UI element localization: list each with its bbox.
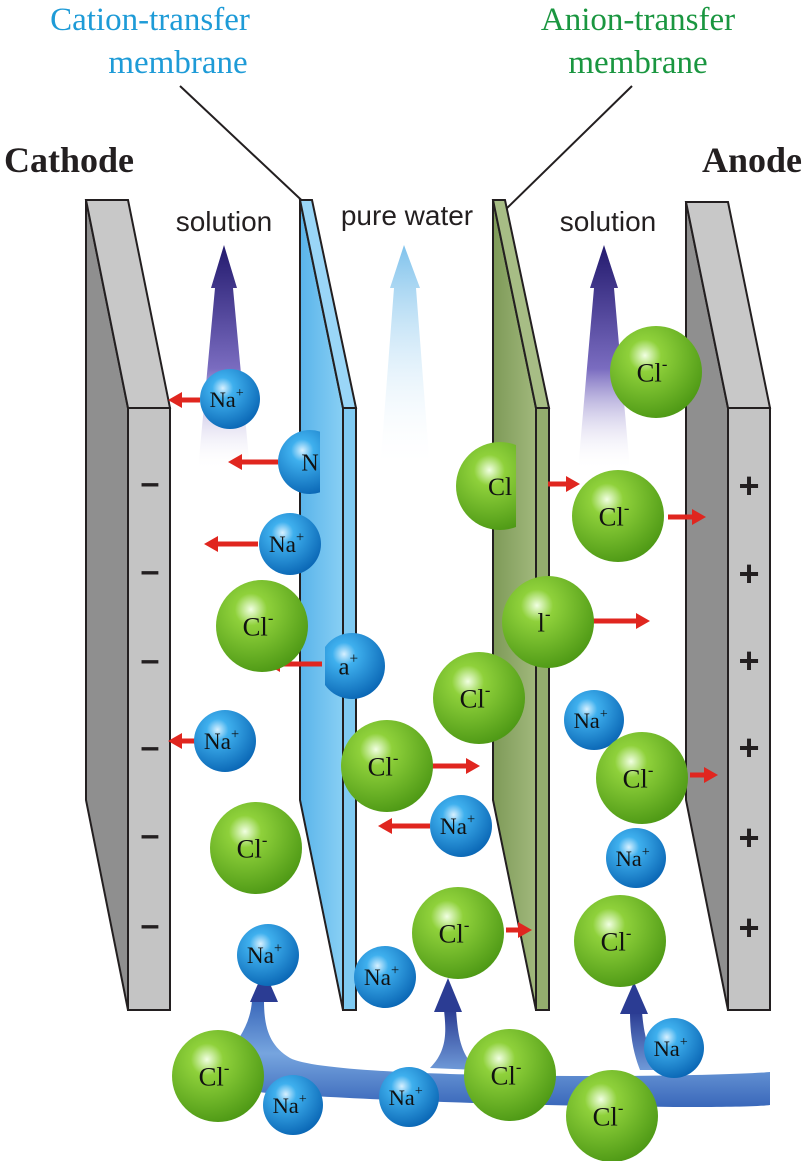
plus-sign: + (738, 465, 759, 506)
anode-label: Anode (702, 140, 802, 180)
solution-left-up-arrow (198, 245, 250, 470)
sodium-ion: Na+ (263, 1075, 323, 1135)
red-arrow (668, 509, 706, 525)
chloride-ion: Cl- (210, 802, 302, 894)
cation-leader-line (179, 85, 313, 211)
sodium-ion: Na+ (194, 710, 256, 772)
plus-sign: + (738, 553, 759, 594)
minus-sign: – (141, 641, 160, 679)
chloride-ion: Cl- (341, 720, 433, 812)
sodium-ion: Na+ (379, 1067, 439, 1127)
sodium-ion: Na+ (200, 369, 260, 429)
minus-sign: – (141, 552, 160, 590)
svg-text:Cl-: Cl- (460, 680, 491, 713)
solution-right-label: solution (560, 206, 657, 237)
pure-water-up-arrow (380, 245, 430, 470)
minus-sign: – (141, 816, 160, 854)
minus-sign: – (141, 906, 160, 944)
chloride-ion: Cl- (574, 895, 666, 987)
cation-membrane-label-line2: membrane (108, 45, 247, 81)
anion-membrane-label-line2: membrane (568, 45, 707, 81)
anion-leader-line (502, 85, 633, 213)
red-arrow (548, 476, 580, 492)
chloride-ion: Cl- (464, 1029, 556, 1121)
sodium-ion: a+ (325, 633, 385, 699)
cation-transfer-membrane (298, 199, 358, 1011)
cathode-signs: – – – – – – (141, 464, 160, 944)
chloride-ion: Cl (456, 442, 516, 530)
chloride-ion: Cl- (433, 652, 525, 744)
cation-membrane-label-line1: Cation-transfer (50, 2, 250, 38)
sodium-ion: N (278, 430, 320, 494)
cathode-label: Cathode (4, 140, 134, 180)
svg-text:Cl-: Cl- (439, 915, 470, 948)
plus-sign: + (738, 817, 759, 858)
chloride-ion: Cl- (596, 732, 688, 824)
red-arrow (430, 758, 480, 774)
chloride-ion: l- (502, 576, 594, 668)
sodium-ion: Na+ (606, 828, 666, 888)
red-arrow (228, 454, 278, 470)
chloride-ion: Cl- (610, 326, 702, 418)
solution-right-up-arrow (578, 245, 630, 470)
minus-sign: – (141, 728, 160, 766)
chloride-ion: Cl- (566, 1070, 658, 1161)
sodium-ion: Na+ (430, 795, 492, 857)
plus-sign: + (738, 907, 759, 948)
red-arrow (506, 922, 532, 938)
svg-text:N: N (301, 450, 318, 476)
chloride-ion: Cl- (216, 580, 308, 672)
anion-membrane-label-line1: Anion-transfer (541, 2, 735, 38)
sodium-ion: Na+ (354, 946, 416, 1008)
minus-sign: – (141, 464, 160, 502)
chloride-ion: Cl- (572, 470, 664, 562)
sodium-ion: Na+ (564, 690, 624, 750)
solution-left-label: solution (176, 206, 273, 237)
ions-layer: Na+Na+Na+Na+Na+Na+Na+Na+Na+Na+Na+Cl-Cl-C… (172, 326, 704, 1161)
svg-text:Cl: Cl (488, 472, 512, 501)
red-arrow (592, 613, 650, 629)
sodium-ion: Na+ (644, 1018, 704, 1078)
svg-text:Na+: Na+ (440, 812, 475, 840)
red-arrow (168, 392, 200, 408)
red-arrow (690, 767, 718, 783)
sodium-ion: Na+ (237, 924, 299, 986)
anode-plate (684, 201, 772, 1011)
chloride-ion: Cl- (172, 1030, 264, 1122)
red-arrow (378, 818, 430, 834)
cathode-plate (84, 199, 172, 1011)
plus-sign: + (738, 727, 759, 768)
sodium-ion: Na+ (259, 513, 321, 575)
pure-water-label: pure water (341, 200, 473, 231)
chloride-ion: Cl- (412, 887, 504, 979)
red-arrow (204, 536, 258, 552)
anode-signs: + + + + + + (738, 465, 759, 948)
plus-sign: + (738, 640, 759, 681)
